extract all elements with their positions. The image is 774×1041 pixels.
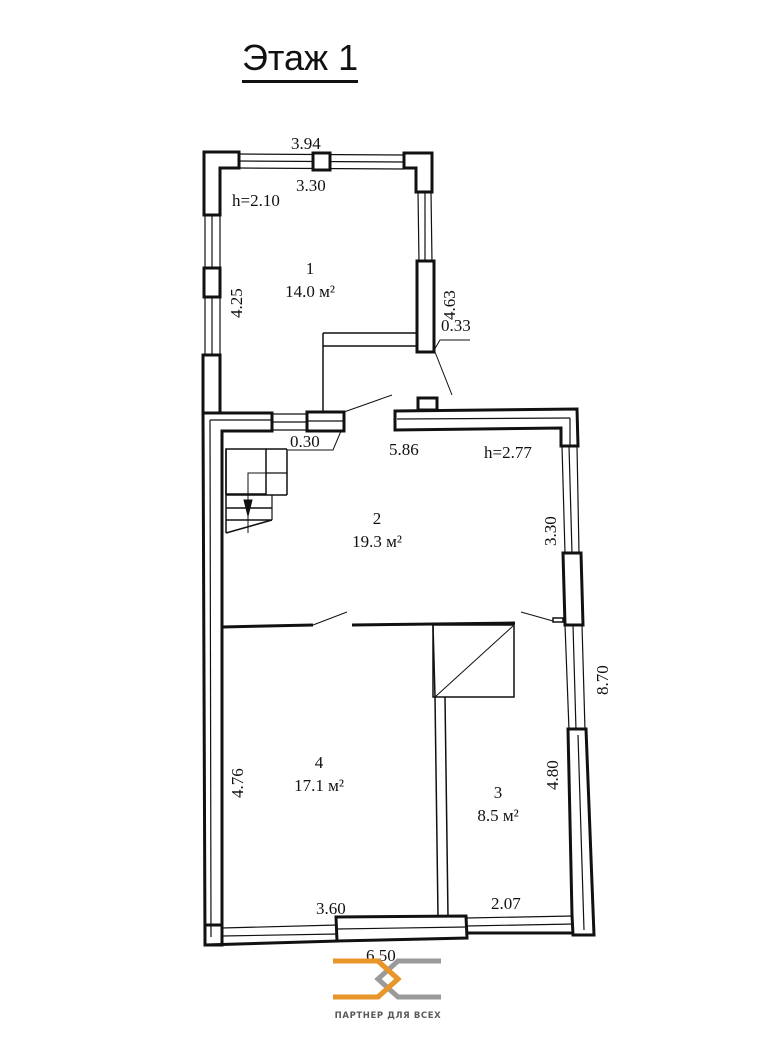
room2-area: 19.3 м² bbox=[352, 532, 402, 551]
room4-number: 4 bbox=[315, 753, 324, 772]
room1-area: 14.0 м² bbox=[285, 282, 335, 301]
dim-room2-right: 3.30 bbox=[541, 516, 560, 546]
height-room1: h=2.10 bbox=[232, 191, 280, 210]
room3-area: 8.5 м² bbox=[477, 806, 518, 825]
dim-wall-thickness-right: 0.33 bbox=[441, 316, 471, 335]
logo-tagline: ПАРТНЕР ДЛЯ ВСЕХ bbox=[334, 1011, 442, 1021]
dim-room1-right: 4.63 bbox=[440, 290, 459, 320]
stairs-arrow-icon bbox=[243, 499, 253, 517]
dim-wall-thickness-partition: 0.30 bbox=[290, 432, 320, 451]
room2-number: 2 bbox=[373, 509, 382, 528]
room1-number: 1 bbox=[306, 259, 315, 278]
dim-top-outer: 3.94 bbox=[291, 134, 321, 153]
dim-top-inner: 3.30 bbox=[296, 176, 326, 195]
dim-room3-bottom: 2.07 bbox=[491, 894, 521, 913]
partner-logo-icon bbox=[333, 958, 441, 1000]
dim-room4-bottom: 3.60 bbox=[316, 899, 346, 918]
floor-title: Этаж 1 bbox=[242, 38, 359, 83]
room3-number: 3 bbox=[494, 783, 503, 802]
dim-room2-width: 5.86 bbox=[389, 440, 419, 459]
dim-room4-left: 4.76 bbox=[228, 768, 247, 798]
stairs bbox=[225, 448, 288, 534]
dim-room3-right: 4.80 bbox=[543, 760, 562, 790]
height-room2: h=2.77 bbox=[484, 443, 532, 462]
room4-area: 17.1 м² bbox=[294, 776, 344, 795]
dim-overall-right: 8.70 bbox=[593, 665, 612, 695]
dim-room1-left: 4.25 bbox=[227, 288, 246, 318]
main-walls bbox=[201, 394, 596, 947]
room1-walls bbox=[201, 150, 470, 415]
